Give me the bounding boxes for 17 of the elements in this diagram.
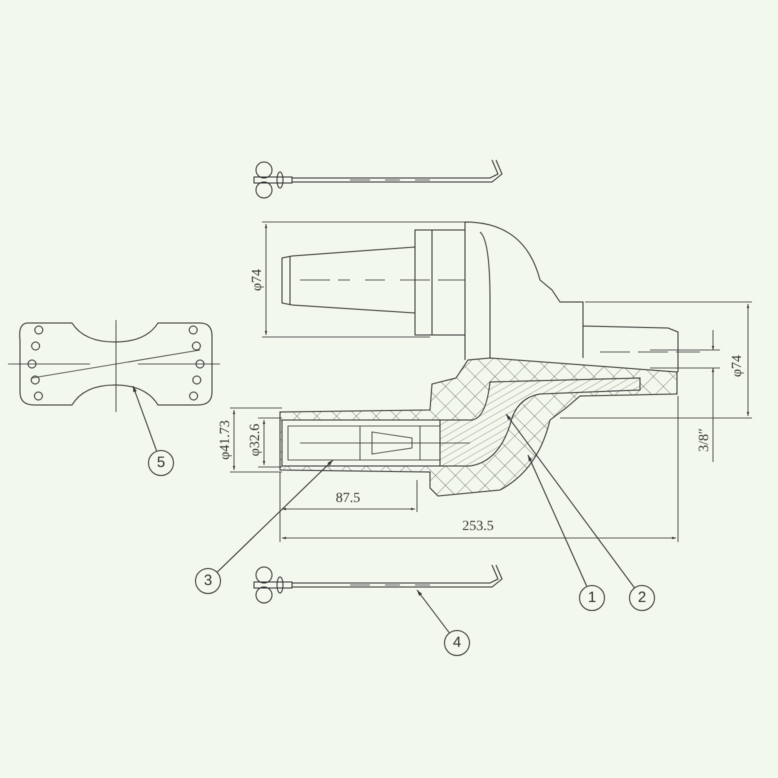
callout-number: 2: [629, 585, 655, 611]
dimension-label: 87.5: [334, 492, 362, 506]
callout-number: 3: [195, 568, 221, 594]
leader-line: [416, 590, 450, 634]
leader-line: [216, 460, 334, 572]
dimension-label: φ74: [251, 268, 265, 294]
leader-line: [528, 454, 588, 587]
callout-number: 4: [444, 630, 470, 656]
dimension-label: 3/8″: [698, 427, 712, 454]
dimension-label: 253.5: [461, 520, 495, 534]
leader-line: [132, 386, 158, 452]
dimension-label: φ32.6: [249, 422, 263, 458]
leader-line: [506, 414, 635, 588]
dimension-label: φ41.73: [219, 419, 233, 462]
callout-number: 1: [579, 585, 605, 611]
callout-number: 5: [148, 450, 174, 476]
dimension-label: φ74: [731, 354, 745, 380]
